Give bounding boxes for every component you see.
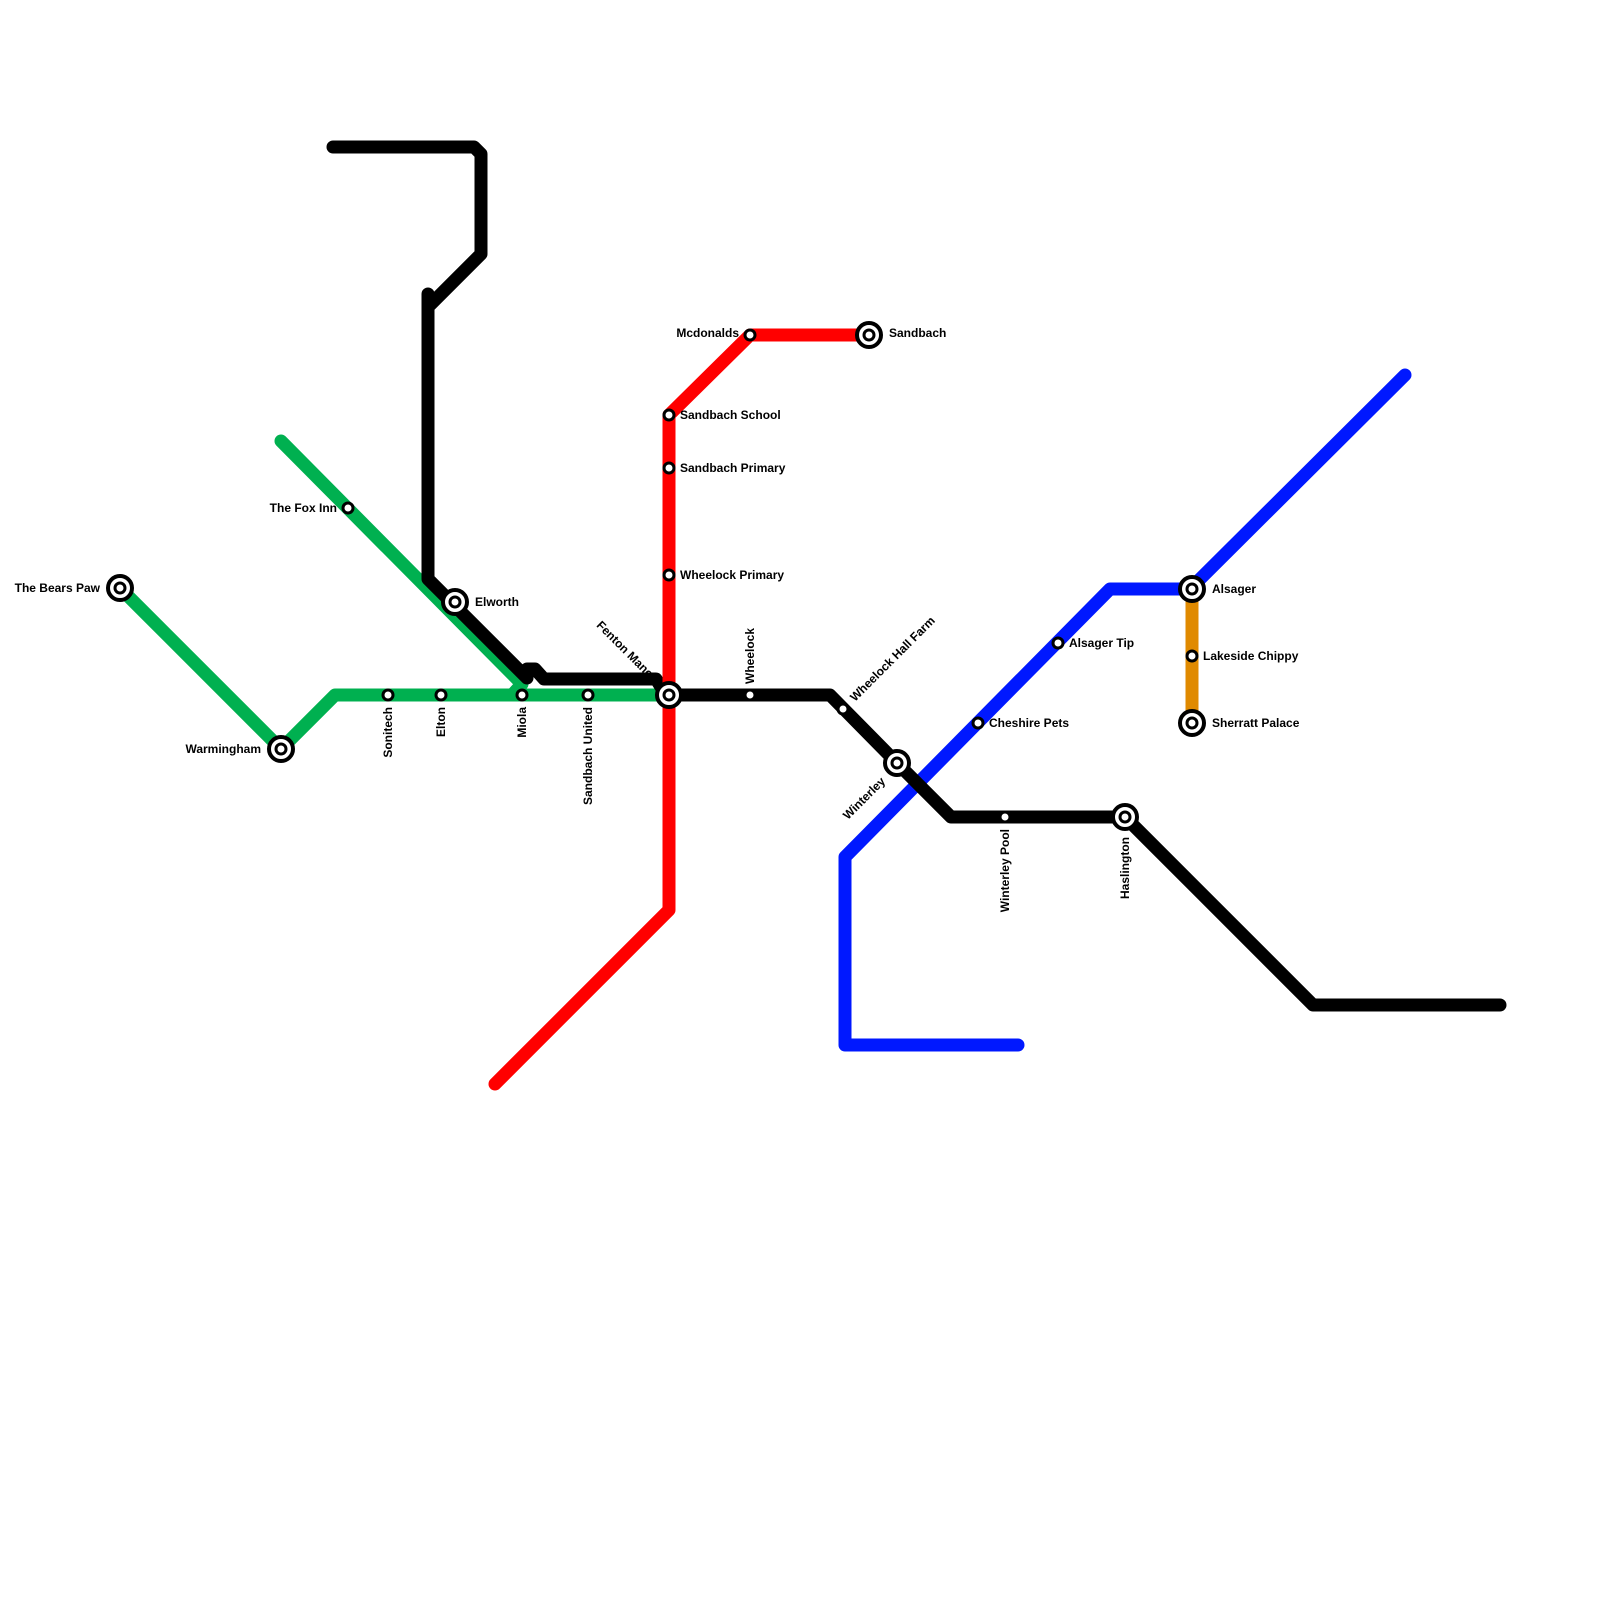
- stop-marker: [836, 702, 850, 716]
- station-label: Cheshire Pets: [989, 716, 1069, 730]
- station-sandbach-united[interactable]: Sandbach United: [581, 688, 595, 805]
- interchange-marker-core: [1185, 582, 1199, 596]
- interchange-marker-core: [890, 756, 904, 770]
- stop-marker: [515, 688, 529, 702]
- station-sandbach-school[interactable]: Sandbach School: [662, 408, 781, 422]
- interchange-marker-core: [1185, 716, 1199, 730]
- interchange-marker-core: [274, 742, 288, 756]
- routes-layer: [113, 140, 1507, 1091]
- station-wheelock-primary[interactable]: Wheelock Primary: [662, 568, 784, 582]
- green-line-a: [113, 581, 672, 756]
- stations-layer: The Bears Paw Warmingham The Fox Inn Elw…: [15, 321, 1300, 912]
- station-sonitech[interactable]: Sonitech: [381, 688, 395, 758]
- station-label: Mcdonalds: [676, 326, 739, 340]
- station-sandbach-primary[interactable]: Sandbach Primary: [662, 461, 786, 475]
- stop-marker: [662, 461, 676, 475]
- station-the-bears-paw[interactable]: The Bears Paw: [15, 574, 134, 602]
- station-alsager-tip[interactable]: Alsager Tip: [1051, 636, 1134, 650]
- stop-marker: [1185, 649, 1199, 663]
- station-warmingham[interactable]: Warmingham: [185, 735, 295, 763]
- station-label: Winterley Pool: [998, 829, 1012, 912]
- red-line: [488, 328, 876, 1091]
- station-label: Lakeside Chippy: [1203, 649, 1299, 663]
- station-label: Miola: [515, 707, 529, 738]
- station-winterley-pool[interactable]: Winterley Pool: [998, 810, 1012, 912]
- station-sandbach[interactable]: Sandbach: [855, 321, 946, 349]
- station-mcdonalds[interactable]: Mcdonalds: [676, 326, 757, 342]
- station-label: The Bears Paw: [15, 581, 101, 595]
- station-label: Sandbach: [889, 326, 946, 340]
- station-haslington[interactable]: Haslington: [1111, 803, 1139, 899]
- stop-marker: [971, 716, 985, 730]
- station-label: Sonitech: [381, 707, 395, 758]
- interchange-marker-core: [448, 595, 462, 609]
- station-label: Sandbach United: [581, 707, 595, 805]
- station-label: Wheelock Hall Farm: [847, 614, 938, 705]
- stop-marker: [341, 501, 355, 515]
- station-wheelock[interactable]: Wheelock: [743, 628, 757, 702]
- interchange-marker-core: [662, 688, 676, 702]
- station-label: Sherratt Palace: [1212, 716, 1300, 730]
- station-label: Sandbach School: [680, 408, 781, 422]
- interchange-marker-core: [1118, 810, 1132, 824]
- station-label: Warmingham: [185, 742, 261, 756]
- station-label: Haslington: [1118, 837, 1132, 899]
- station-label: Alsager Tip: [1069, 636, 1134, 650]
- blue-line: [838, 368, 1412, 1052]
- station-sherratt-palace[interactable]: Sherratt Palace: [1178, 709, 1300, 737]
- station-label: Wheelock Primary: [680, 568, 784, 582]
- station-lakeside-chippy[interactable]: Lakeside Chippy: [1185, 649, 1299, 663]
- station-cheshire-pets[interactable]: Cheshire Pets: [971, 716, 1069, 730]
- stop-marker: [743, 688, 757, 702]
- stop-marker: [381, 688, 395, 702]
- station-label: Elworth: [475, 595, 519, 609]
- interchange-marker-core: [862, 328, 876, 342]
- station-miola[interactable]: Miola: [515, 688, 529, 738]
- stop-marker: [998, 810, 1012, 824]
- stop-marker: [662, 568, 676, 582]
- station-the-fox-inn[interactable]: The Fox Inn: [270, 501, 355, 515]
- station-elworth[interactable]: Elworth: [441, 588, 519, 616]
- station-label: The Fox Inn: [270, 501, 337, 515]
- station-alsager[interactable]: Alsager: [1178, 575, 1256, 603]
- station-label: Wheelock: [743, 628, 757, 684]
- stop-marker: [743, 328, 757, 342]
- station-label: Sandbach Primary: [680, 461, 786, 475]
- station-label: Alsager: [1212, 582, 1256, 596]
- station-label: Elton: [434, 707, 448, 737]
- stop-marker: [1051, 636, 1065, 650]
- stop-marker: [581, 688, 595, 702]
- station-wheelock-hall-farm[interactable]: Wheelock Hall Farm: [836, 614, 938, 716]
- green-line-b: [274, 434, 529, 702]
- station-elton[interactable]: Elton: [434, 688, 448, 737]
- stop-marker: [662, 408, 676, 422]
- black-line: [326, 140, 1507, 1012]
- interchange-marker-core: [113, 581, 127, 595]
- stop-marker: [434, 688, 448, 702]
